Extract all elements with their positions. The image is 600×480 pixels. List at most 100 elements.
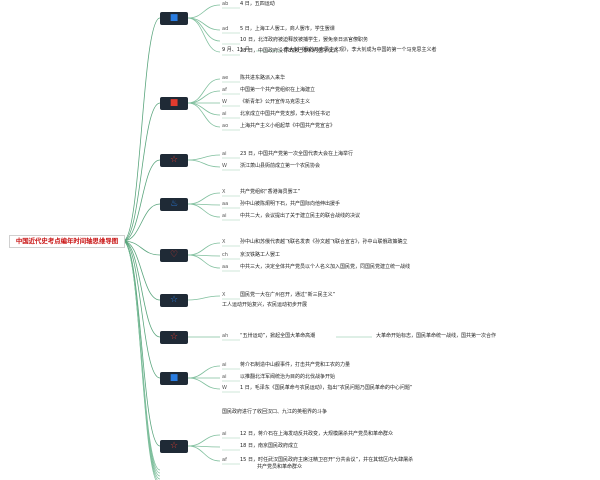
connector-line	[122, 240, 161, 256]
root-node[interactable]: 中国近代史考点编年时间轴思维导图	[9, 235, 125, 248]
branch-node[interactable]: ☆	[160, 440, 188, 453]
leaf-text: 蒋介石制造中山舰事件，打击共产党和工农的力量	[240, 362, 351, 368]
leaf-node[interactable]: ah“五卅运动”，掀起全国大革命高潮	[222, 333, 315, 340]
fire-icon: ♨	[169, 199, 179, 209]
leaf-date: W	[222, 99, 227, 105]
leaf-text: 浙江萧山县衙前成立第一个农民协会	[240, 163, 321, 169]
connector-line	[187, 242, 221, 256]
root-title: 中国近代史考点编年时间轴思维导图	[15, 237, 119, 245]
leaf-text: 5 日，上海工人罢工，商人罢市，学生罢课	[240, 26, 335, 32]
branch-node[interactable]: ☆	[160, 331, 188, 344]
leaf-node[interactable]: 28 日，中国政府没有出席巴黎和约签字仪式	[222, 48, 338, 55]
leaf-text: 共产党员和革命群众	[257, 464, 303, 470]
leaf-date: ad	[222, 26, 229, 32]
connector-line	[122, 240, 161, 447]
branch-node[interactable]: ■	[160, 97, 188, 110]
leaf-text: 28 日，中国政府没有出席巴黎和约签字仪式	[240, 48, 338, 54]
connector-line	[187, 154, 221, 161]
connector-line	[187, 159, 221, 168]
connector-line	[187, 434, 221, 447]
leaf-text: 工人运动开始复兴，农民运动初步开展	[222, 302, 308, 308]
leaf-node[interactable]: 10 日，北洋政府被迫释放被捕学生，罢免亲日派官僚职务	[222, 37, 368, 44]
branch-node[interactable]: ♨	[160, 198, 188, 211]
leaf-text: 10 日，北洋政府被迫释放被捕学生，罢免亲日派官僚职务	[240, 37, 368, 43]
leaf-text: 中共三大，决定全体共产党员以个人名义加入国民党，同国民党建立统一战线	[240, 264, 411, 270]
leaf-date: aa	[222, 264, 229, 270]
leaf-text: 共产党组织“香港海员罢工”	[240, 189, 301, 195]
leaf-text: “五卅运动”，掀起全国大革命高潮	[240, 333, 316, 339]
flag-icon: ■	[169, 373, 179, 383]
connector-line	[187, 102, 221, 116]
flag-icon: ■	[169, 13, 179, 23]
connector-line	[187, 203, 221, 218]
connector-line	[122, 240, 161, 301]
connector-line	[187, 365, 221, 379]
connector-line	[122, 17, 161, 242]
leaf-date: ai	[222, 374, 227, 380]
leaf-text: 京汉铁路工人罢工	[240, 252, 281, 258]
leaf-date: W	[222, 385, 227, 391]
leaf-text: 孙中山和苏俄代表越飞联名发表《孙文越飞联合宣言》，孙中山联俄政策确立	[240, 239, 408, 245]
leaf-text: 12 日，蒋介石在上海发动反共政变，大规模屠杀共产党员和革命群众	[240, 431, 393, 437]
leaf-text: 18 日，南京国民政府成立	[240, 443, 298, 449]
connector-line	[187, 192, 221, 205]
branch-node[interactable]: ♡	[160, 249, 188, 262]
star-icon: ☆	[169, 295, 179, 305]
leaf-node[interactable]: X 孙中山和苏俄代表越飞联名发表《孙文越飞联合宣言》，孙中山联俄政策确立	[222, 239, 408, 246]
connector-line	[122, 240, 161, 379]
branch-node[interactable]: ■	[160, 372, 188, 385]
leaf-node[interactable]: W 1 日，毛泽东《国民革命与农民运动》，指出“农民问题乃国民革命的中心问题”	[222, 385, 412, 392]
branch-node[interactable]: ☆	[160, 294, 188, 307]
leaf-text: 4 日，五四运动	[240, 1, 275, 7]
leaf-date: ai	[222, 431, 227, 437]
star-icon: ☆	[169, 332, 179, 342]
connector-line	[187, 377, 221, 390]
leaf-node[interactable]: ad 5 日，上海工人罢工，商人罢市，学生罢课	[222, 26, 335, 33]
leaf-node[interactable]: ai 以推翻北洋军阀统治为目的的北伐战争开始	[222, 374, 335, 381]
leaf-node[interactable]: af 15 日，时任武汉国民政府主席汪精卫召开“分共会议”，并在其辖区内大肆屠杀	[222, 457, 413, 464]
leaf-text: 李大钊《我的马克思主义观》，李大钊成为中国的第一个马克思主义者	[284, 47, 437, 53]
connector-line	[187, 90, 221, 104]
leaf-text: 国民政府进行了收回汉口、九江的英租界的斗争	[222, 409, 328, 415]
leaf-date: af	[222, 457, 227, 463]
leaf-date: aa	[222, 201, 229, 207]
leaf-text: 1 日，毛泽东《国民革命与农民运动》，指出“农民问题乃国民革命的中心问题”	[240, 385, 413, 391]
leaf-node[interactable]: ae 陈共进东路派入来华	[222, 75, 285, 82]
connector-line	[187, 17, 221, 53]
leaf-text: 陈共进东路派入来华	[240, 75, 286, 81]
leaf-text: 以推翻北洋军阀统治为目的的北伐战争开始	[240, 374, 336, 380]
leaf-date: ai	[222, 213, 227, 219]
leaf-date: ao	[222, 123, 229, 129]
leaf-date: ae	[222, 75, 229, 81]
leaf-node[interactable]: ab 4 日，五四运动	[222, 1, 275, 8]
leaf-node[interactable]: ai 12 日，蒋介石在上海发动反共政变，大规模屠杀共产党员和革命群众	[222, 431, 393, 438]
leaf-node[interactable]: aa 中共三大，决定全体共产党员以个人名义加入国民党，同国民党建立统一战线	[222, 264, 410, 271]
leaf-node[interactable]: W《新青年》公开宣传马克思主义	[222, 99, 310, 106]
leaf-text: 北京成立中国共产党支部，李大钊任书记	[240, 111, 331, 117]
connector-line	[187, 445, 221, 462]
leaf-date: X	[222, 239, 226, 245]
leaf-text: 15 日，时任武汉国民政府主席汪精卫召开“分共会议”，并在其辖区内大肆屠杀	[240, 457, 414, 463]
leaf-text: 23 日，中国共产党第一次全国代表大会在上海举行	[240, 151, 353, 157]
connector-line	[187, 254, 221, 269]
branch-node[interactable]: ■	[160, 12, 188, 25]
leaf-date: ab	[222, 1, 229, 7]
connector-line	[122, 203, 161, 242]
connector-line	[187, 102, 221, 128]
leaf-node[interactable]: 18 日，南京国民政府成立	[222, 443, 298, 450]
leaf-text: 大革命开始标志，国民革命统一战线，国共第一次合作	[376, 333, 497, 339]
branch-node[interactable]: ☆	[160, 154, 188, 167]
